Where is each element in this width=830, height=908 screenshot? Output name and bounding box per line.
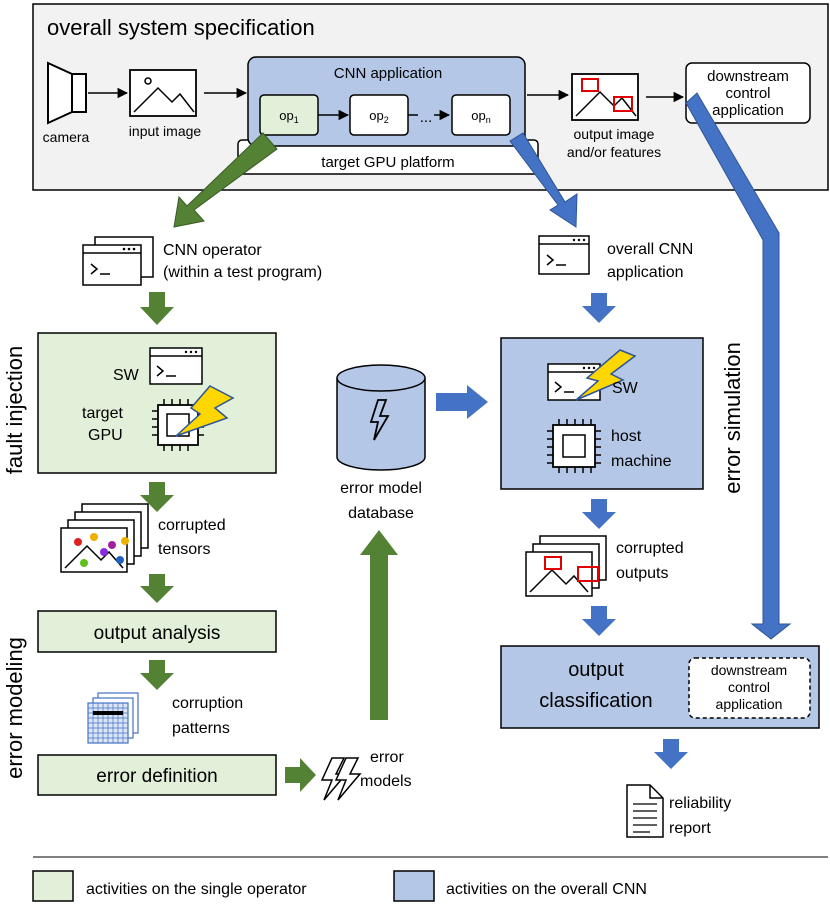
terminal-icon xyxy=(547,363,601,401)
database-group: error model database xyxy=(336,364,488,720)
legend-blue-swatch xyxy=(393,870,435,902)
downstream-line1: downstream xyxy=(707,68,789,85)
output-image-icon xyxy=(571,73,639,121)
inner-downstream-box xyxy=(688,657,811,719)
output-image-label-line1: output image xyxy=(574,126,655,142)
error-models-line2: models xyxy=(360,773,412,790)
host-chip-icon xyxy=(547,419,601,473)
corrupted-outputs-line1: corrupted xyxy=(616,540,684,557)
legend-overall-cnn: activities on the overall CNN xyxy=(446,881,647,898)
op1-label: op xyxy=(279,108,293,123)
error-modeling-side-label: error modeling xyxy=(2,637,27,779)
blue-arrow-down-1 xyxy=(582,293,616,323)
left-column: CNN operator (within a test program) SW … xyxy=(37,236,412,801)
database-label-line1: error model xyxy=(340,480,422,497)
error-definition-label: error definition xyxy=(96,766,217,787)
corrupted-tensors-line1: corrupted xyxy=(158,517,226,534)
opn-label: op xyxy=(471,108,485,123)
host-label-line2: machine xyxy=(611,453,672,470)
cnn-application-label: CNN application xyxy=(334,65,442,82)
right-column: overall CNN application SW host machine xyxy=(500,235,820,838)
downstream-line2: control xyxy=(725,85,770,102)
system-spec-panel: overall system specification camera inpu… xyxy=(32,3,829,191)
op1-subscript: 1 xyxy=(294,115,299,125)
op2-label: op xyxy=(369,108,383,123)
cnn-operator-label-line1: CNN operator xyxy=(163,242,262,259)
error-models-icon xyxy=(320,757,362,801)
corrupted-tensors-icon xyxy=(60,503,149,573)
lightning-bolt-icon xyxy=(175,385,235,437)
downstream-line3: application xyxy=(712,102,784,119)
input-image-label: input image xyxy=(129,123,202,139)
error-models-line1: error xyxy=(370,749,404,766)
overall-cnn-label-line1: overall CNN xyxy=(607,241,693,258)
green-arrow-up xyxy=(360,530,398,720)
blue-arrow-down-2 xyxy=(582,499,616,529)
corrupted-tensors-line2: tensors xyxy=(158,541,210,558)
output-classification-line1: output xyxy=(568,659,624,681)
green-big-arrow xyxy=(173,132,278,228)
downstream-box xyxy=(685,62,811,124)
inner-downstream-line2: control xyxy=(728,679,770,695)
legend: activities on the single operator activi… xyxy=(32,856,828,902)
corruption-patterns-icon xyxy=(87,692,139,744)
database-label-line2: database xyxy=(348,505,414,522)
fi-target-label-line2: GPU xyxy=(88,427,123,444)
corrupted-outputs-line2: outputs xyxy=(616,565,668,582)
fi-sw-label: SW xyxy=(113,367,140,384)
fi-target-label-line1: target xyxy=(82,405,123,422)
blue-arrow-down-3 xyxy=(582,606,616,636)
gpu-platform-label: target GPU platform xyxy=(321,154,454,171)
input-image-icon xyxy=(129,69,197,117)
terminal-icon xyxy=(82,236,154,286)
op2-subscript: 2 xyxy=(384,115,389,125)
output-classification-line2: classification xyxy=(539,690,652,712)
host-label-line1: host xyxy=(611,428,642,445)
reliability-report-line2: report xyxy=(669,820,711,837)
opn-subscript: n xyxy=(486,115,491,125)
sim-sw-label: SW xyxy=(612,380,639,397)
ops-ellipsis: ... xyxy=(420,109,433,126)
green-arrow-right xyxy=(285,758,316,792)
terminal-icon xyxy=(538,235,590,275)
corruption-patterns-line1: corruption xyxy=(172,695,243,712)
terminal-icon xyxy=(149,347,203,385)
blue-long-arrow xyxy=(685,92,792,640)
green-arrow-down-4 xyxy=(140,660,174,690)
reliability-report-line1: reliability xyxy=(669,795,731,812)
green-arrow-down-1 xyxy=(140,292,174,325)
corrupted-outputs-icon xyxy=(525,535,607,597)
database-icon xyxy=(336,364,426,471)
error-definition-box xyxy=(37,754,277,796)
output-analysis-box xyxy=(37,610,277,653)
blue-arrow-right xyxy=(436,385,488,419)
document-icon xyxy=(626,784,664,838)
inner-downstream-line3: application xyxy=(716,696,783,712)
svg-text:op1: op1 xyxy=(279,108,298,125)
svg-text:op2: op2 xyxy=(369,108,388,125)
opn-box xyxy=(451,94,511,136)
error-simulation-box xyxy=(500,337,704,490)
green-arrow-down-2 xyxy=(140,482,174,512)
lightning-bolt-icon xyxy=(575,349,637,401)
system-spec-title: overall system specification xyxy=(47,15,315,40)
overall-cnn-label-line2: application xyxy=(607,264,684,281)
output-image-label-line2: and/or features xyxy=(567,144,661,160)
svg-text:opn: opn xyxy=(471,108,490,125)
blue-big-arrow xyxy=(509,132,578,228)
cnn-operator-label-line2: (within a test program) xyxy=(163,264,322,281)
inner-downstream-line1: downstream xyxy=(711,662,787,678)
corruption-patterns-line2: patterns xyxy=(172,720,230,737)
legend-single-operator: activities on the single operator xyxy=(86,881,307,898)
blue-arrow-down-4 xyxy=(654,739,688,769)
camera-label: camera xyxy=(43,129,90,145)
output-analysis-label: output analysis xyxy=(94,623,221,644)
green-arrow-down-3 xyxy=(140,574,174,603)
legend-green-swatch xyxy=(32,870,74,902)
camera-icon xyxy=(47,61,87,125)
error-simulation-side-label: error simulation xyxy=(720,342,745,494)
fault-injection-side-label: fault injection xyxy=(2,346,27,474)
